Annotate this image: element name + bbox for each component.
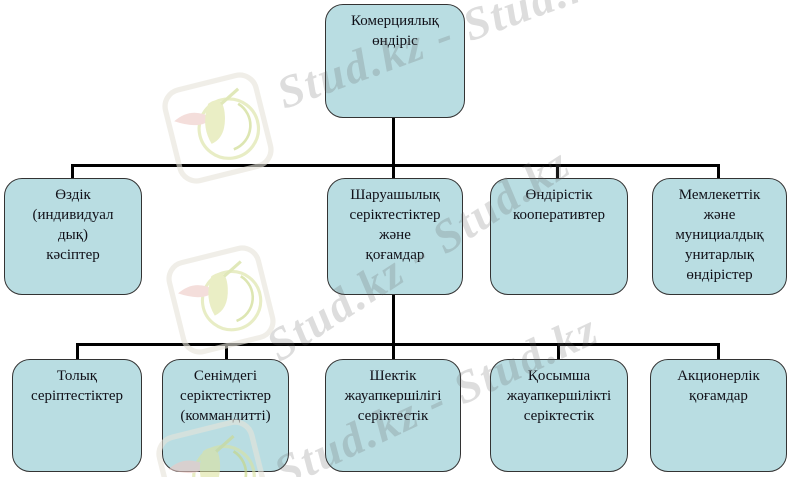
connector-drop-l3-5 [717,343,720,360]
connector-root-stem [392,117,395,166]
node-label: Мемлекеттік және мунициалдық унитарлық ө… [675,187,764,283]
connector-drop-l3-4 [557,343,560,360]
node-joint-stock-companies: Акционерлік қоғамдар [650,359,787,472]
node-limited-trust-partnerships: Сенімдегі серіктестіктер (коммандитті) [162,359,289,472]
node-label: Сенімдегі серіктестіктер (коммандитті) [179,368,272,424]
node-root-commercial-production: Комерциялық өндіріс [325,4,465,118]
connector-drop-l2-2 [392,164,395,180]
node-label: Өндірістік кооперативтер [513,187,605,223]
node-full-partnerships: Толық серіптестіктер [12,359,142,472]
node-individual-enterprises: Өздік (индивидуал дық) кәсіптер [4,178,142,295]
stud-kz-bird-logo-icon [162,72,274,184]
node-label: Толық серіптестіктер [31,368,123,404]
node-label: Өздік (индивидуал дық) кәсіптер [32,187,114,263]
connector-drop-l2-1 [71,164,74,180]
connector-partnerships-stem [392,294,395,345]
node-label: Шектік жауапкершілігі серіктестік [344,368,442,424]
node-label: Шаруашылық серіктестіктер және қоғамдар [349,187,441,263]
node-label: Акционерлік қоғамдар [677,368,760,404]
node-limited-liability-partnership: Шектік жауапкершілігі серіктестік [325,359,461,472]
node-business-partnerships-societies: Шаруашылық серіктестіктер және қоғамдар [327,178,463,295]
node-state-municipal-unitary: Мемлекеттік және мунициалдық унитарлық ө… [652,178,787,295]
connector-drop-l3-2 [225,343,228,360]
stud-kz-bird-logo-icon [166,245,276,355]
connector-drop-l3-1 [76,343,79,360]
node-production-cooperatives: Өндірістік кооперативтер [490,178,628,295]
node-additional-liability-partnership: Қосымша жауапкершілікті серіктестік [490,359,628,472]
connector-drop-l2-4 [717,164,720,180]
node-label: Комерциялық өндіріс [351,13,439,49]
node-label: Қосымша жауапкершілікті серіктестік [506,368,612,424]
connector-level3-bus [76,343,720,346]
connector-drop-l3-3 [392,343,395,360]
connector-drop-l2-3 [556,164,559,180]
connector-level2-bus [71,164,720,167]
